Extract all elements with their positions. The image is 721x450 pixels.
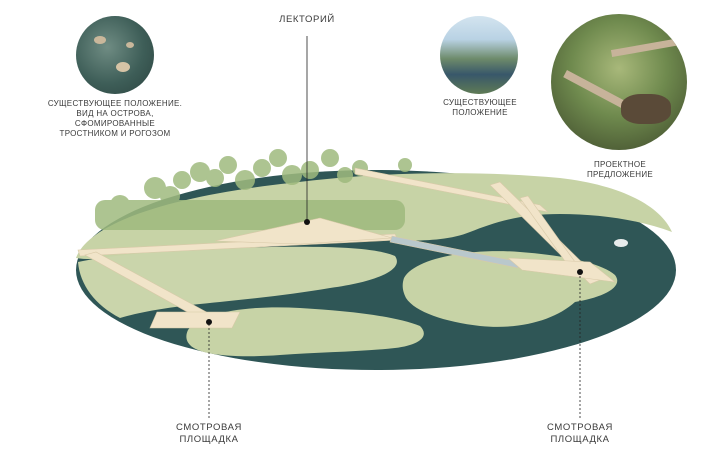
viewpoint-left-label: СМОТРОВАЯ ПЛОЩАДКА [176,422,242,445]
photo-islands-aerial [76,16,154,94]
existing-islands-caption: СУЩЕСТВУЮЩЕЕ ПОЛОЖЕНИЕ. ВИД НА ОСТРОВА, … [47,99,183,138]
existing-caption: СУЩЕСТВУЮЩЕЕ ПОЛОЖЕНИЕ [443,98,517,117]
viewpoint-right-label: СМОТРОВАЯ ПЛОЩАДКА [547,422,613,445]
lectorium-label: ЛЕКТОРИЙ [279,14,335,25]
proposal-caption: ПРОЕКТНОЕ ПРЕДЛОЖЕНИЕ [586,160,654,179]
middle-island [186,307,424,357]
photo-existing-aerial [440,16,518,94]
boardwalk [77,167,617,329]
pointer-markers [206,36,583,418]
photo-proposal-render [551,14,687,150]
left-island [78,246,397,318]
boat [614,239,628,247]
